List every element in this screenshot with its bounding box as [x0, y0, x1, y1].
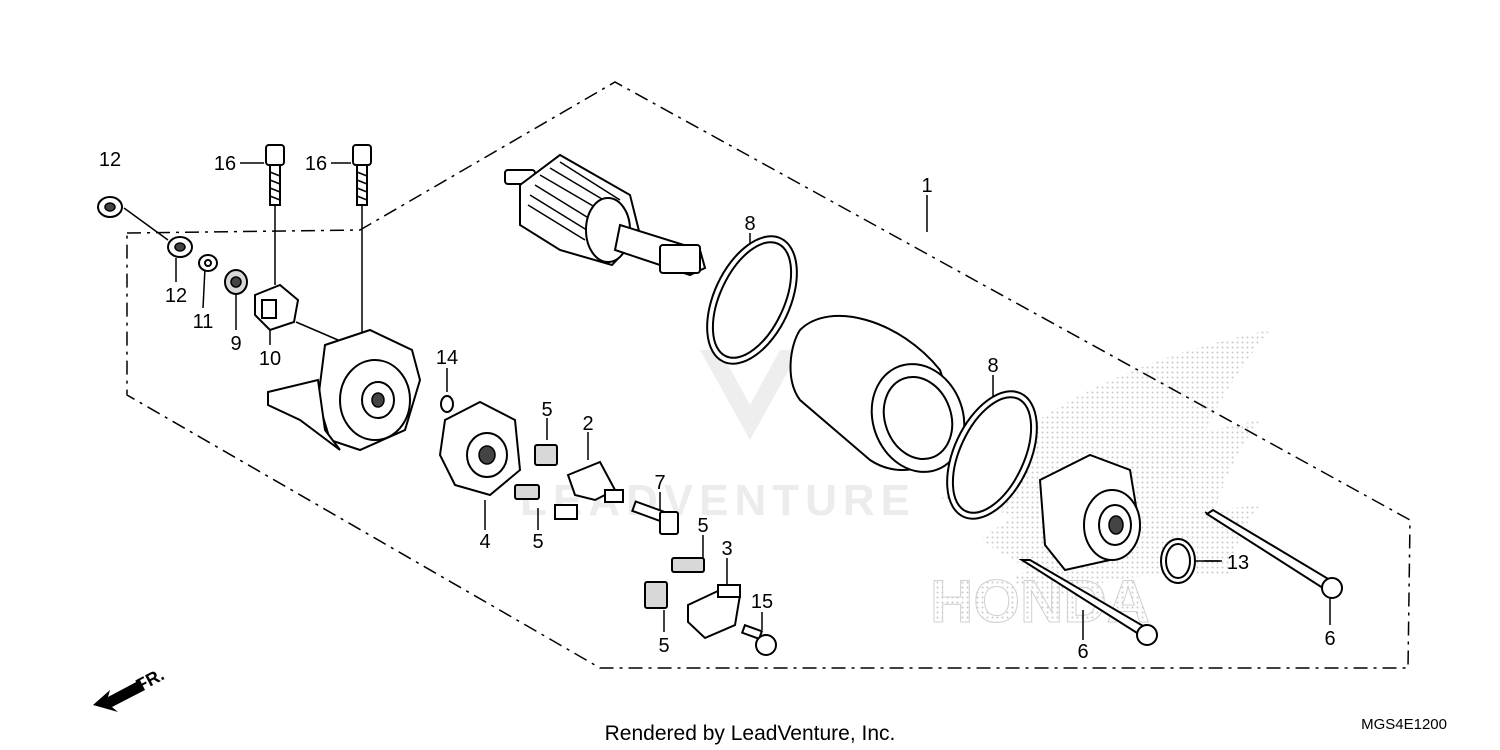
callout-4: 4 [479, 531, 490, 553]
callout-1: 1 [921, 175, 932, 197]
leader-lines [123, 195, 1331, 640]
front-direction-arrow: FR. [93, 664, 167, 712]
callout-8-b: 8 [987, 355, 998, 377]
honda-text-watermark: HONDA [930, 568, 1150, 635]
washer-11 [198, 254, 218, 272]
brush-2 [554, 460, 624, 520]
o-ring-13 [1160, 538, 1196, 584]
callout-6-b: 6 [1324, 628, 1335, 650]
assembly-boundary [126, 81, 1411, 669]
terminal-insulator-10 [254, 283, 300, 332]
bolt-16-right [352, 144, 372, 206]
spring-5-c [671, 557, 705, 573]
callout-14: 14 [436, 347, 458, 369]
callout-16-a: 16 [214, 153, 236, 175]
nut-12-top [97, 196, 123, 218]
callout-16-dashes [240, 162, 1222, 562]
spring-5-a [534, 444, 558, 466]
brush-3 [687, 584, 742, 640]
through-bolt-6-front [1018, 559, 1158, 646]
insulator-9 [224, 269, 248, 295]
callout-3: 3 [721, 538, 732, 560]
callout-15: 15 [751, 591, 773, 613]
callout-12-b: 12 [165, 285, 187, 307]
screw-15 [740, 623, 777, 656]
callout-16-b: 16 [305, 153, 327, 175]
spring-5-d [644, 581, 668, 609]
rendered-by-credit: Rendered by LeadVenture, Inc. [605, 722, 896, 745]
yoke [789, 315, 966, 473]
callout-8-a: 8 [744, 213, 755, 235]
callout-9: 9 [230, 333, 241, 355]
callout-5-a: 5 [541, 399, 552, 421]
callout-12-a: 12 [99, 149, 121, 171]
o-ring-8-upper [706, 235, 798, 365]
nut-12-lower [167, 236, 193, 258]
armature [504, 153, 707, 277]
front-cover [1038, 453, 1142, 572]
callout-5-b: 5 [532, 531, 543, 553]
callout-10: 10 [259, 348, 281, 370]
callout-6-a: 6 [1077, 641, 1088, 663]
brush-holder-4 [438, 400, 522, 497]
bolt-16-left [265, 144, 285, 206]
callout-7: 7 [654, 472, 665, 494]
callout-11: 11 [193, 311, 214, 333]
callout-13: 13 [1227, 552, 1249, 574]
o-ring-8-lower [946, 390, 1038, 520]
o-ring-14 [440, 395, 454, 413]
spring-5-b [514, 484, 540, 500]
callout-2: 2 [582, 413, 593, 435]
diagram-code: MGS4E1200 [1361, 716, 1447, 733]
callout-5-d: 5 [658, 635, 669, 657]
callout-5-c: 5 [697, 515, 708, 537]
rear-cover-bracket [267, 328, 422, 452]
through-bolt-6-rear [1205, 508, 1343, 599]
screw-7 [631, 500, 679, 535]
